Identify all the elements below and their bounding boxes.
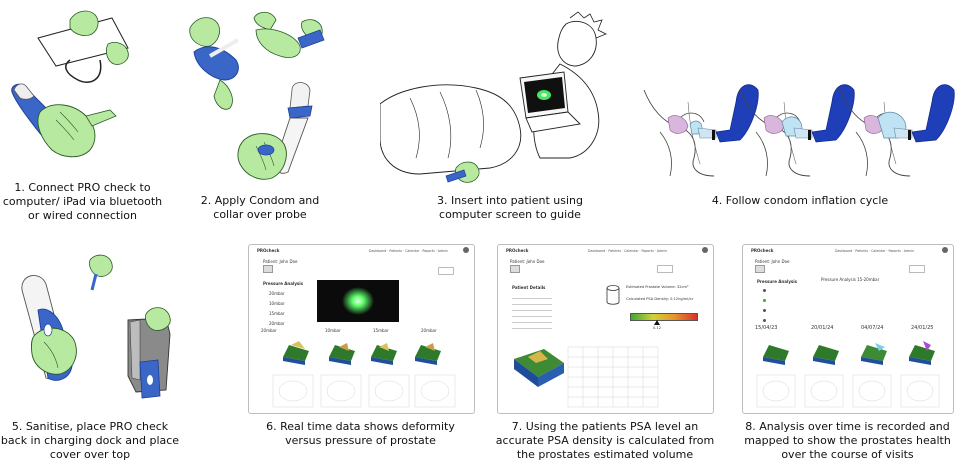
dock-drawing	[21, 254, 171, 399]
list-item: 20mbar	[269, 321, 285, 326]
step-4-illustration	[640, 72, 960, 182]
analysis-title: Pressure Analysis 15-20mbar	[821, 277, 880, 282]
pressure-label: 15mbar	[373, 328, 389, 333]
list-item: 15mbar	[269, 311, 285, 316]
avatar	[463, 247, 469, 253]
step-6-caption: 6. Real time data shows deformity versus…	[266, 420, 455, 447]
step-8-caption: 8. Analysis over time is recorded and ma…	[744, 420, 951, 461]
screen-realtime-data: PROcheck Dashboard · Patients · Calendar…	[248, 244, 475, 414]
section-title: Pressure Analysis	[263, 281, 304, 286]
terrain-plots	[272, 341, 456, 408]
patient-name: Patient: John Doe	[263, 259, 298, 264]
patient-avatar	[510, 265, 520, 273]
screen-analysis-over-time: PROcheck Dashboard · Patients · Calendar…	[742, 244, 954, 414]
step-3-caption: 3. Insert into patient using computer sc…	[437, 194, 583, 221]
terrain-plot-1	[283, 341, 309, 365]
app-logo-text: PROcheck	[506, 248, 529, 253]
visit-plots	[756, 341, 940, 408]
volume-visual	[514, 346, 659, 408]
visit-date: 24/01/25	[911, 325, 934, 331]
app-logo-text: PROcheck	[257, 248, 280, 253]
connect-probe-drawing	[11, 10, 129, 158]
top-nav: Dashboard · Patients · Calendar · Report…	[369, 249, 448, 253]
visit-date: 15/04/23	[755, 325, 778, 331]
details-title: Patient Details	[512, 285, 546, 290]
select-button[interactable]	[909, 265, 925, 273]
inflation-cycle-drawing	[643, 84, 955, 177]
gauge-value: 0.12	[653, 326, 662, 330]
contour-grids	[272, 374, 456, 408]
select-button[interactable]	[438, 267, 454, 275]
patient-avatar	[755, 265, 765, 273]
contour-grids	[756, 374, 940, 408]
avatar	[702, 247, 708, 253]
pressure-label: 20mbar	[261, 328, 277, 333]
status-dots	[763, 289, 766, 322]
app-logo-text: PROcheck	[751, 248, 774, 253]
details-lines	[512, 293, 552, 334]
terrain-plot-3	[371, 343, 397, 365]
top-nav: Dashboard · Patients · Calendar · Report…	[588, 249, 667, 253]
terrain-plot-2	[329, 343, 355, 365]
step-2-illustration	[180, 0, 330, 190]
visit-date: 20/01/24	[811, 325, 834, 331]
cylinder-icon	[606, 285, 620, 305]
step-1-illustration	[0, 0, 165, 170]
avatar	[942, 247, 948, 253]
step-5-illustration	[0, 250, 180, 410]
step-2-caption: 2. Apply Condom and collar over probe	[200, 194, 320, 221]
cross-section-1	[643, 84, 759, 177]
visit-date: 04/07/24	[861, 325, 884, 331]
live-feed	[317, 280, 399, 322]
step-5-caption: 5. Sanitise, place PRO check back in cha…	[0, 420, 180, 461]
top-nav: Dashboard · Patients · Calendar · Report…	[835, 249, 914, 253]
patient-name: Patient: John Doe	[510, 259, 545, 264]
cross-section-3	[839, 84, 955, 177]
step-4-caption: 4. Follow condom inflation cycle	[711, 194, 889, 207]
density-text: Calculated PSA Density: 0.12ng/ml/cc	[626, 297, 694, 301]
insert-probe-drawing	[379, 11, 607, 183]
list-item: 20mbar	[269, 291, 285, 296]
patient-name: Patient: John Doe	[755, 259, 790, 264]
terrain-plot-4	[415, 343, 441, 365]
volume-text: Estimated Prostate Volume: 32cm³	[626, 285, 689, 289]
pressure-label: 10mbar	[325, 328, 341, 333]
step-1-caption: 1. Connect PRO check to computer/ iPad v…	[2, 181, 163, 222]
list-item: 10mbar	[269, 301, 285, 306]
terrain-plot-4	[909, 341, 935, 365]
screen-psa-density: PROcheck Dashboard · Patients · Calendar…	[497, 244, 714, 414]
patient-avatar	[263, 265, 273, 273]
terrain-plot-2	[813, 345, 839, 365]
terrain-plot-3	[861, 343, 887, 365]
apply-condom-drawing	[189, 11, 325, 180]
step-3-illustration	[379, 8, 610, 188]
psa-gauge	[630, 313, 698, 321]
terrain-plot-1	[763, 345, 789, 365]
gauge-pointer-icon	[654, 320, 660, 325]
pressure-label: 20mbar	[421, 328, 437, 333]
section-title: Pressure Analysis	[757, 279, 798, 284]
step-7-caption: 7. Using the patients PSA level an accur…	[495, 420, 715, 461]
select-button[interactable]	[657, 265, 673, 273]
